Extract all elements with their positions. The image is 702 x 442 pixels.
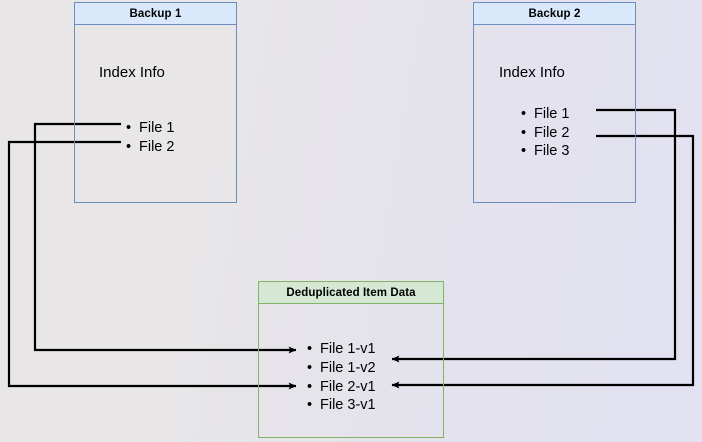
- list-item[interactable]: File 3: [521, 142, 569, 161]
- list-item[interactable]: File 1-v1: [307, 340, 376, 359]
- list-item[interactable]: File 2: [521, 124, 569, 143]
- list-item[interactable]: File 2: [126, 138, 174, 157]
- backup-2-file-list: File 1 File 2 File 3: [521, 105, 569, 161]
- list-item[interactable]: File 2-v1: [307, 378, 376, 397]
- backup-2-index-label: Index Info: [499, 64, 565, 81]
- backup-2-header: Backup 2: [474, 3, 635, 25]
- backup-1-header: Backup 1: [75, 3, 236, 25]
- backup-1-file-list: File 1 File 2: [126, 119, 174, 156]
- backup-2-body: Index Info File 1 File 2 File 3: [474, 25, 635, 202]
- list-item[interactable]: File 1: [521, 105, 569, 124]
- list-item[interactable]: File 3-v1: [307, 396, 376, 415]
- backup-1-index-label: Index Info: [99, 64, 165, 81]
- list-item[interactable]: File 1: [126, 119, 174, 138]
- deduplicated-item-data-body: File 1-v1 File 1-v2 File 2-v1 File 3-v1: [259, 304, 443, 437]
- list-item[interactable]: File 1-v2: [307, 359, 376, 378]
- deduplicated-file-list: File 1-v1 File 1-v2 File 2-v1 File 3-v1: [307, 340, 376, 415]
- deduplicated-item-data-header: Deduplicated Item Data: [259, 282, 443, 304]
- backup-1-body: Index Info File 1 File 2: [75, 25, 236, 202]
- backup-1-box[interactable]: Backup 1 Index Info File 1 File 2: [74, 2, 237, 203]
- deduplicated-item-data-box[interactable]: Deduplicated Item Data File 1-v1 File 1-…: [258, 281, 444, 438]
- backup-2-box[interactable]: Backup 2 Index Info File 1 File 2 File 3: [473, 2, 636, 203]
